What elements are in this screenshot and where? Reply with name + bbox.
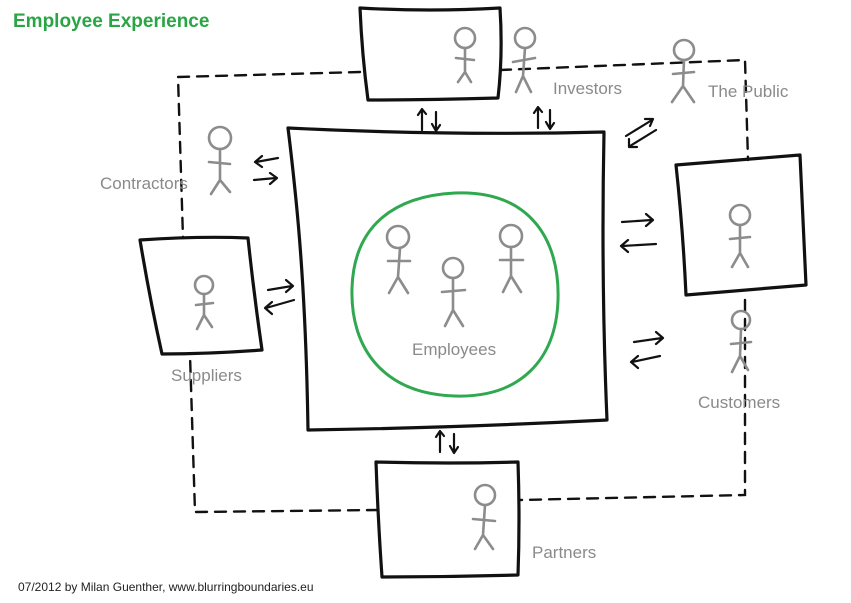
suppliers-box-person-icon bbox=[193, 274, 215, 331]
the-public-label: The Public bbox=[708, 82, 789, 101]
central-organization-box bbox=[286, 126, 609, 432]
investor-double-arrow bbox=[532, 105, 556, 131]
customer-double-arrow bbox=[629, 330, 665, 370]
customers-box-person-icon bbox=[728, 203, 752, 269]
employee-person-icon-left bbox=[385, 224, 412, 295]
public-person-icon bbox=[670, 38, 696, 104]
employee-person-icon-right bbox=[498, 223, 525, 294]
investors-box-person-icon bbox=[453, 26, 477, 84]
partners-box-person-icon bbox=[471, 483, 497, 551]
customers-label: Customers bbox=[698, 393, 780, 412]
customers-box bbox=[674, 153, 808, 297]
partners-box bbox=[374, 460, 521, 579]
contractors-double-arrow bbox=[252, 154, 280, 186]
employees-label: Employees bbox=[412, 340, 496, 359]
investors-label: Investors bbox=[553, 79, 622, 98]
investors-box bbox=[358, 6, 503, 102]
investor-person-icon bbox=[511, 26, 537, 94]
customer-person-icon bbox=[729, 309, 753, 374]
investors-box-double-arrow bbox=[416, 107, 442, 133]
contractors-label: Contractors bbox=[100, 174, 188, 193]
contractor-person-icon bbox=[207, 125, 233, 196]
employees-circle bbox=[350, 191, 560, 398]
partners-label: Partners bbox=[532, 543, 596, 562]
suppliers-double-arrow bbox=[263, 278, 296, 316]
public-double-arrow bbox=[624, 117, 658, 149]
employee-person-icon-center bbox=[440, 256, 467, 328]
partners-double-arrow bbox=[434, 429, 460, 455]
page-title: Employee Experience bbox=[13, 11, 210, 32]
suppliers-label: Suppliers bbox=[171, 366, 242, 385]
customers-box-double-arrow bbox=[619, 212, 658, 254]
footer-credit: 07/2012 by Milan Guenther, www.blurringb… bbox=[18, 580, 314, 594]
dashed-outer-boundary bbox=[176, 58, 750, 514]
suppliers-box bbox=[138, 235, 264, 356]
